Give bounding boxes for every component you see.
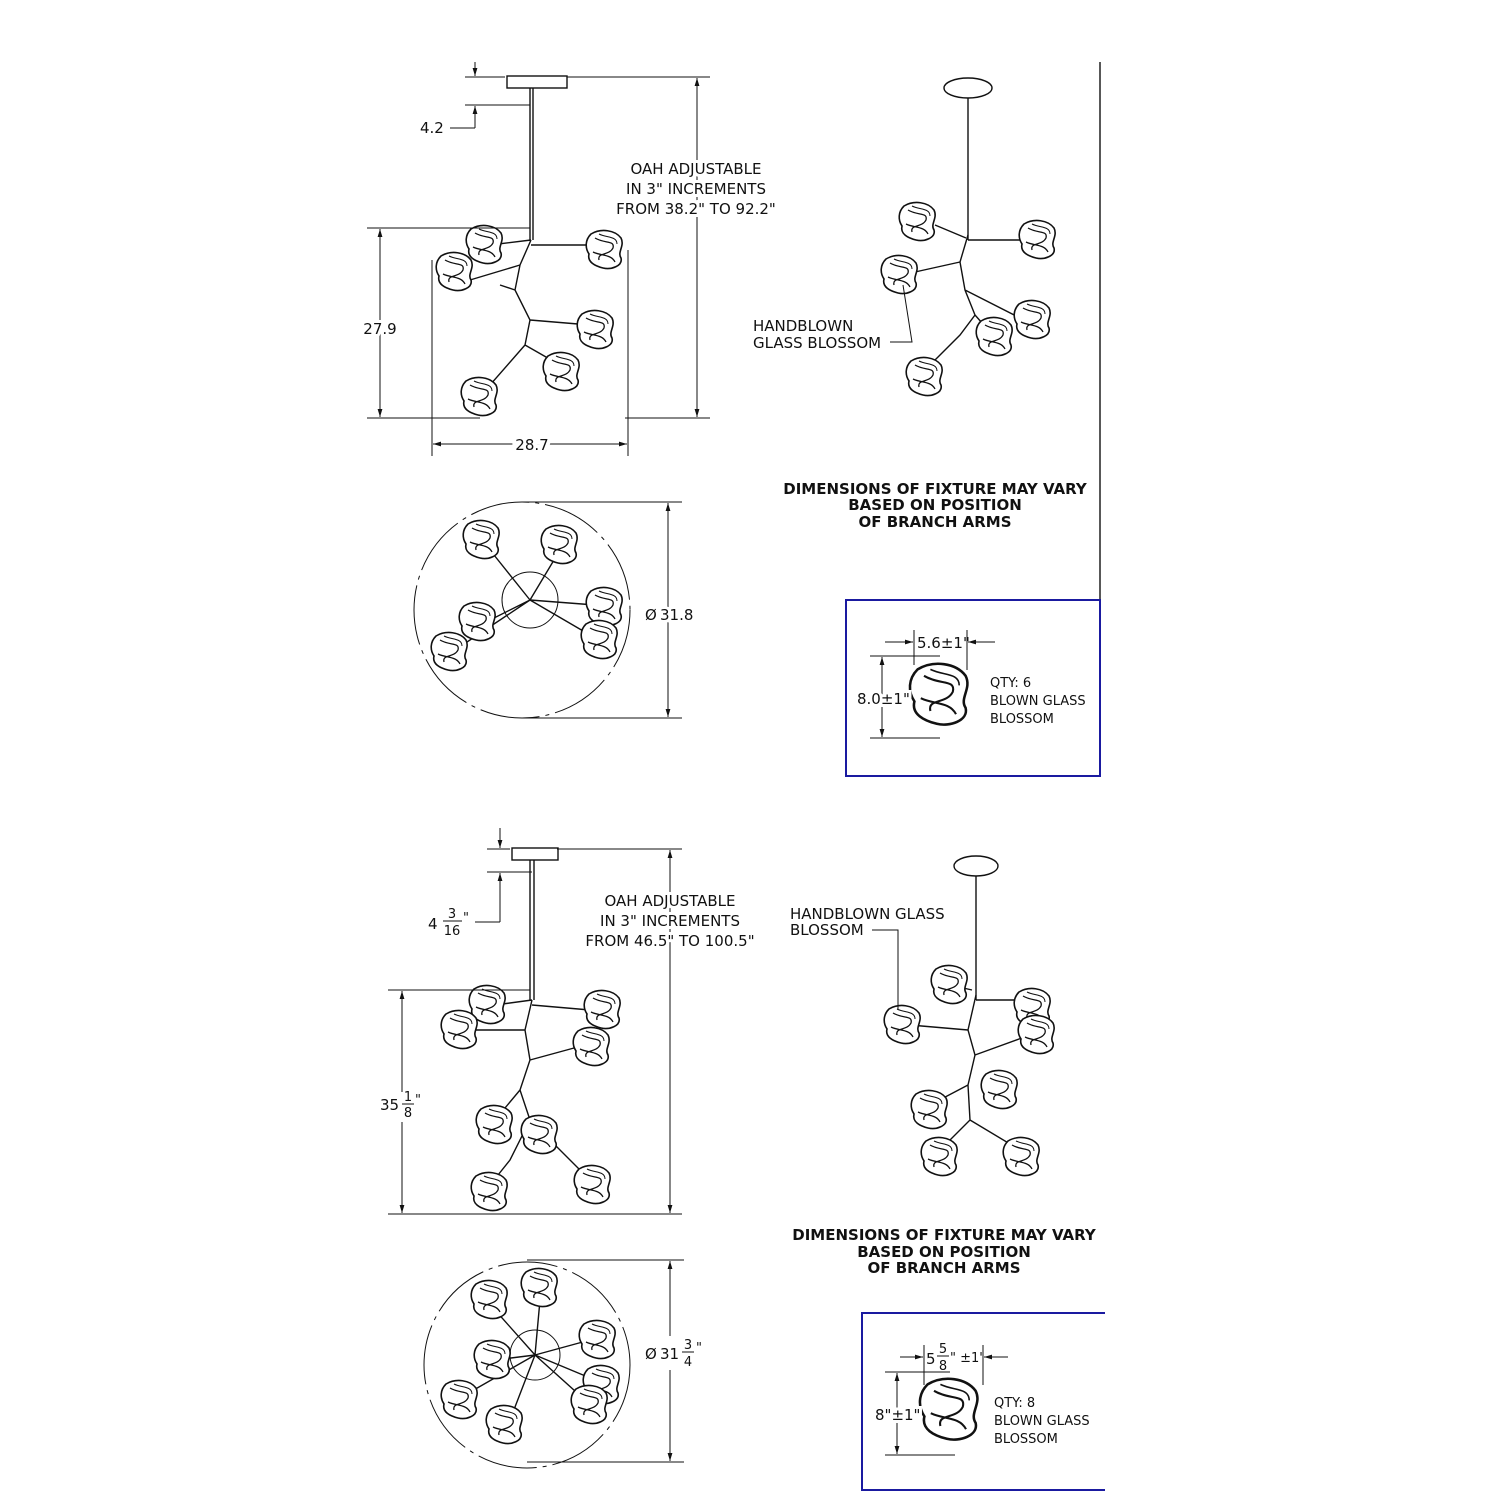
blossom xyxy=(465,224,503,265)
svg-text:FROM 46.5" TO 100.5": FROM 46.5" TO 100.5" xyxy=(585,932,754,950)
svg-text:Ø: Ø xyxy=(645,1345,657,1363)
svg-text:": " xyxy=(696,1341,702,1356)
variation-note: DIMENSIONS OF FIXTURE MAY VARY xyxy=(792,1226,1097,1244)
fixture-6-plan: Ø 31.8 xyxy=(413,501,696,719)
svg-text:31: 31 xyxy=(660,1345,679,1363)
blossom-callout: HANDBLOWN xyxy=(753,317,853,335)
blossom-detail-6: 5.6±1" 8.0±1" QTY: 6 BLOWN GLASS BLOSSOM xyxy=(845,599,1101,777)
svg-text:FROM 38.2" TO 92.2": FROM 38.2" TO 92.2" xyxy=(616,200,776,218)
fixture-8-plan: Ø 31 3 4 " xyxy=(423,1259,707,1469)
svg-text:": " xyxy=(415,1093,421,1108)
svg-text:16: 16 xyxy=(444,924,461,939)
svg-text:BLOSSOM: BLOSSOM xyxy=(994,1432,1058,1447)
height-label: 27.9 xyxy=(363,320,396,338)
svg-text:OF BRANCH ARMS: OF BRANCH ARMS xyxy=(858,513,1011,531)
variation-note: DIMENSIONS OF FIXTURE MAY VARY xyxy=(783,480,1088,498)
svg-text:8.0±1": 8.0±1" xyxy=(857,690,910,708)
svg-text:Ø: Ø xyxy=(645,606,657,624)
svg-text:OAH ADJUSTABLE: OAH ADJUSTABLE xyxy=(605,892,736,910)
svg-text:5: 5 xyxy=(939,1342,947,1357)
svg-text:BLOWN GLASS: BLOWN GLASS xyxy=(990,694,1086,709)
svg-text:QTY: 8: QTY: 8 xyxy=(994,1396,1035,1411)
svg-text:3: 3 xyxy=(448,907,456,922)
width-label: 28.7 xyxy=(515,436,548,454)
svg-text:": " xyxy=(463,911,469,926)
svg-text:8: 8 xyxy=(404,1106,412,1121)
svg-text:1: 1 xyxy=(404,1090,412,1105)
svg-text:5: 5 xyxy=(926,1350,936,1368)
svg-text:GLASS BLOSSOM: GLASS BLOSSOM xyxy=(753,334,881,352)
svg-text:35: 35 xyxy=(380,1096,399,1114)
fixture-8-elevation: 4 3 16 " OAH ADJUSTABLE IN 3" INCREMENTS… xyxy=(378,828,758,1215)
svg-text:4: 4 xyxy=(684,1355,692,1370)
svg-text:8: 8 xyxy=(939,1359,947,1374)
fixture-6-elevation: 4.2 OAH ADJUSTABLE IN 3" INCREMENTS FROM… xyxy=(360,62,779,458)
svg-text:BLOWN GLASS: BLOWN GLASS xyxy=(994,1414,1090,1429)
svg-text:8"±1": 8"±1" xyxy=(875,1406,920,1424)
canopy xyxy=(506,75,568,89)
blossom-detail-8: 5 5 8 " ±1' 8"±1" QTY: 8 BLOWN GLASS BLO… xyxy=(861,1312,1105,1491)
svg-text:OF BRANCH ARMS: OF BRANCH ARMS xyxy=(867,1259,1020,1277)
fixture-8-perspective: HANDBLOWN GLASS BLOSSOM xyxy=(790,855,1055,1177)
fixture-6-perspective: HANDBLOWN GLASS BLOSSOM xyxy=(753,77,1056,397)
oah-note: OAH ADJUSTABLE xyxy=(631,160,762,178)
svg-text:QTY: 6: QTY: 6 xyxy=(990,676,1031,691)
svg-text:IN 3" INCREMENTS: IN 3" INCREMENTS xyxy=(600,912,740,930)
svg-text:BASED ON POSITION: BASED ON POSITION xyxy=(848,496,1022,514)
blossom-callout: HANDBLOWN GLASS xyxy=(790,905,945,923)
svg-text:BASED ON POSITION: BASED ON POSITION xyxy=(857,1243,1031,1261)
svg-text:3: 3 xyxy=(684,1338,692,1353)
svg-text:4: 4 xyxy=(428,915,438,933)
svg-text:IN 3" INCREMENTS: IN 3" INCREMENTS xyxy=(626,180,766,198)
diameter-label: 31.8 xyxy=(660,606,693,624)
svg-text:5.6±1": 5.6±1" xyxy=(917,634,970,652)
svg-text:" ±1': " ±1' xyxy=(950,1351,983,1366)
canopy-height-label: 4.2 xyxy=(420,119,444,137)
svg-text:BLOSSOM: BLOSSOM xyxy=(990,712,1054,727)
svg-text:BLOSSOM: BLOSSOM xyxy=(790,921,864,939)
